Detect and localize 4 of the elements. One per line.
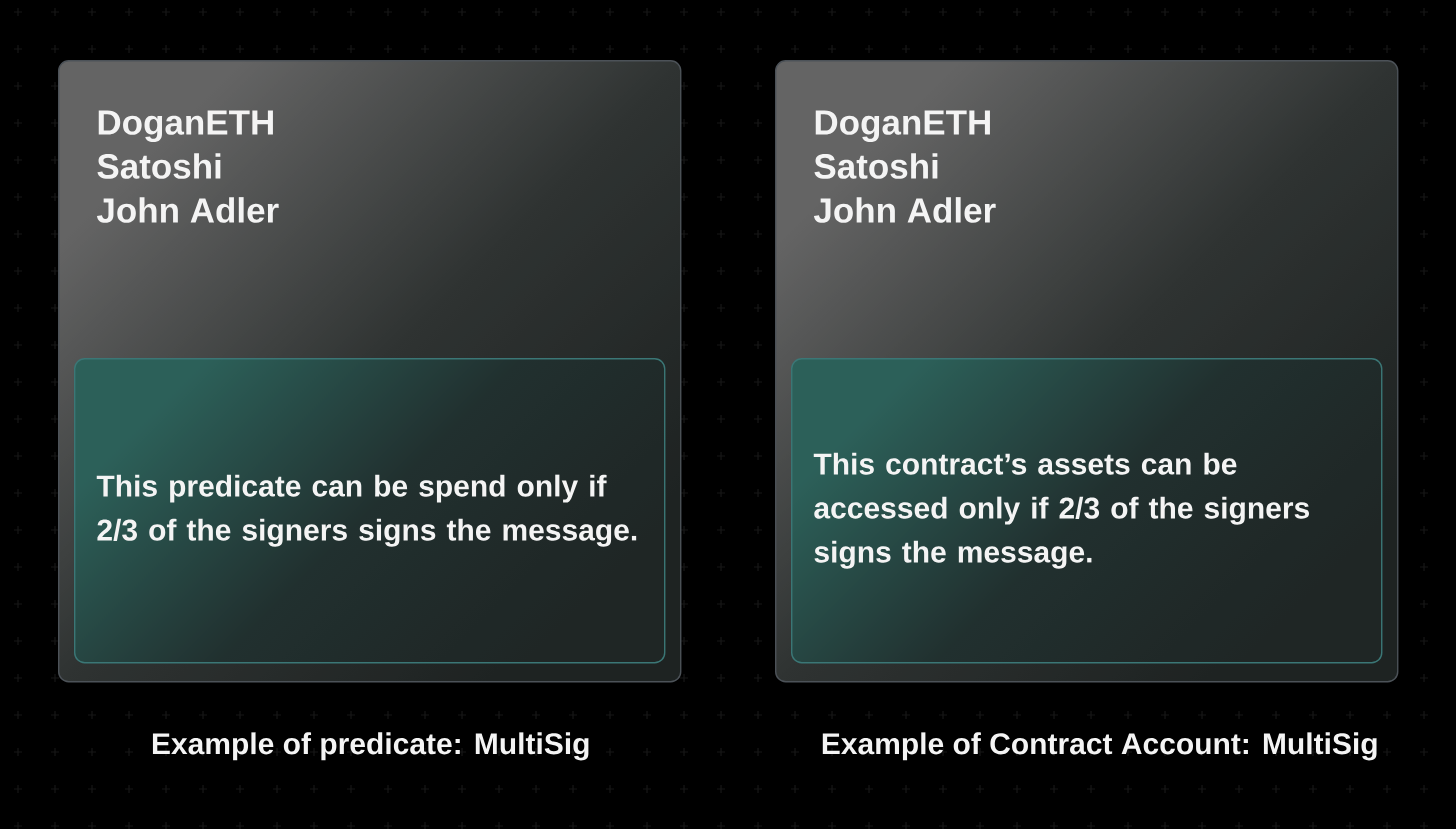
text-panel: This predicate can be spend only if 2/3 of the signers signs the message. xyxy=(74,358,666,664)
caption: Example of predicate: MultiSig xyxy=(152,732,589,761)
caption: Example of Contract Account: MultiSig xyxy=(822,732,1377,761)
text-panel: This contract’s assets can be accessed only if 2/3 of the signers signs the message. xyxy=(791,358,1383,664)
